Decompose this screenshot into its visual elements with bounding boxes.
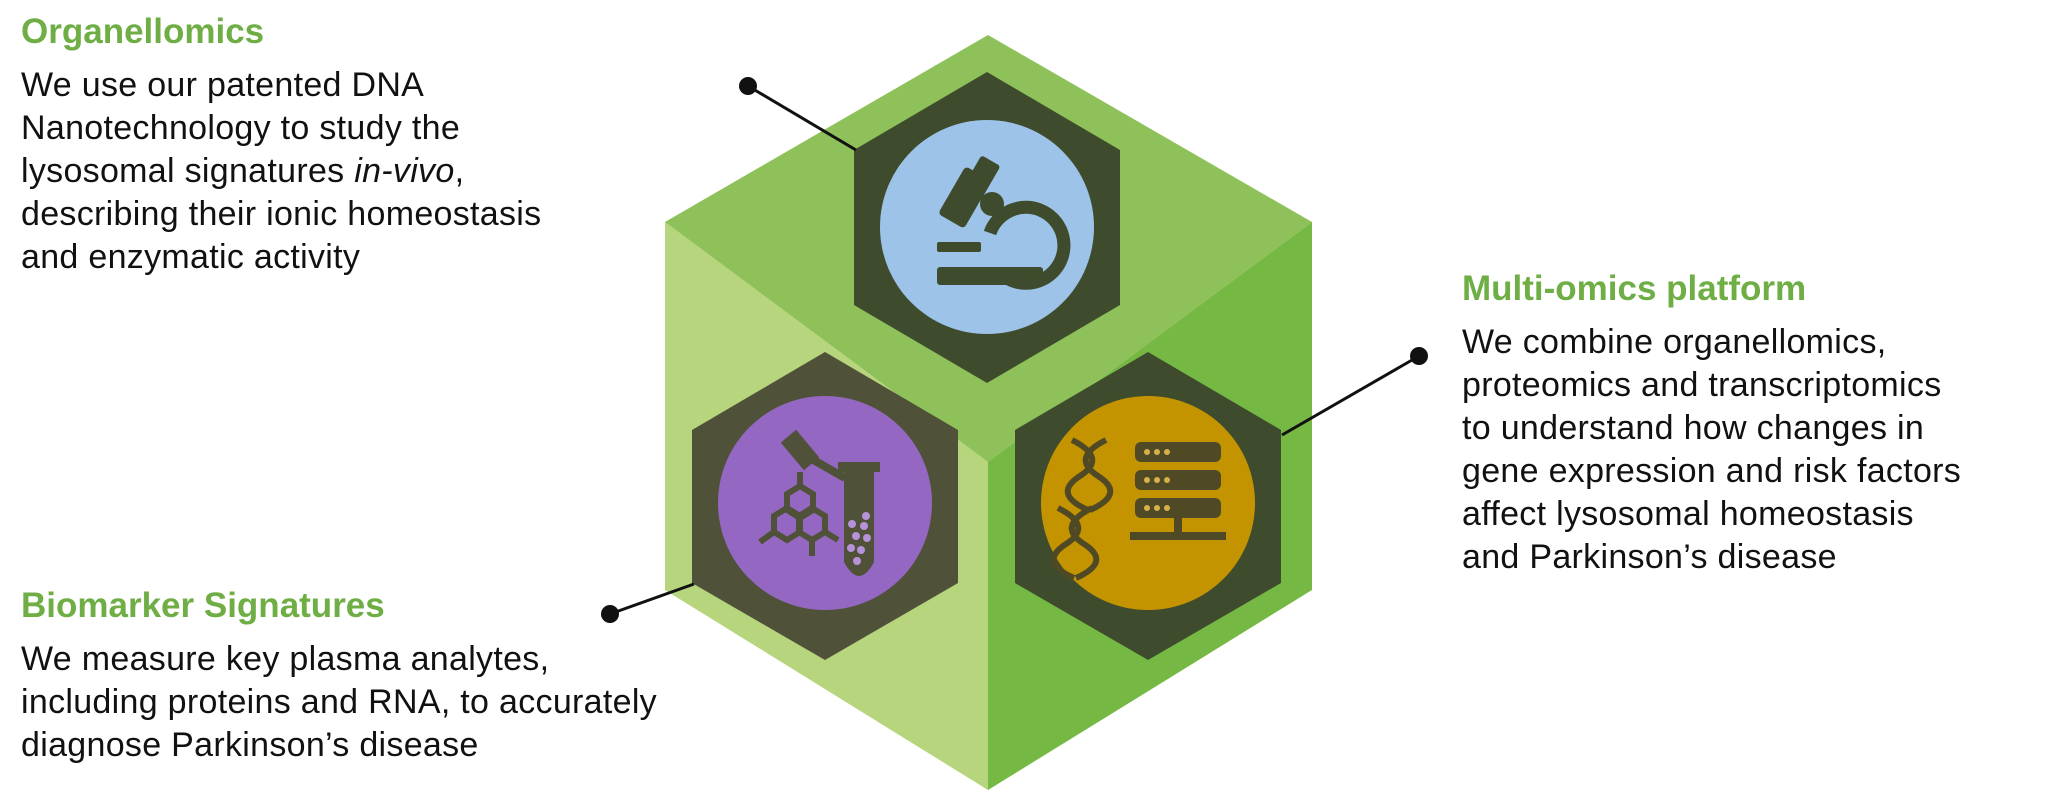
multiomics-line-6: and Parkinson’s disease [1462,538,1837,576]
organellomics-line-3-text: lysosomal signatures [21,152,355,190]
dna-server-icon [1051,437,1226,581]
multiomics-title: Multi-omics platform [1462,269,1807,308]
multiomics-block: Multi-omics platform We combine organell… [1462,267,1961,579]
organellomics-line-5: and enzymatic activity [21,238,361,276]
microscope-icon [937,156,1071,290]
organellomics-block: Organellomics We use our patented DNA Na… [21,10,541,279]
connector-left [601,582,695,623]
connector-top [739,77,857,152]
organellomics-italic-term: in-vivo [354,152,455,190]
molecule-pipette-tube-icon [758,429,880,576]
multiomics-line-4: gene expression and risk factors [1462,452,1962,490]
organellomics-description: We use our patented DNA Nanotechnology t… [21,64,541,279]
biomarker-line-1: We measure key plasma analytes, [21,640,550,678]
biomarker-title: Biomarker Signatures [21,586,385,625]
organellomics-line-3: lysosomal signatures in-vivo, [21,150,541,193]
connector-right [1281,347,1428,437]
multiomics-line-2: proteomics and transcriptomics [1462,366,1942,404]
biomarker-line-3: diagnose Parkinson’s disease [21,726,479,764]
organellomics-line-1: We use our patented DNA [21,66,425,104]
biomarker-line-2: including proteins and RNA, to accuratel… [21,683,657,721]
multiomics-line-3: to understand how changes in [1462,409,1925,447]
multiomics-description: We combine organellomics, proteomics and… [1462,321,1961,579]
biomarker-block: Biomarker Signatures We measure key plas… [21,584,657,767]
circle-left [718,396,932,610]
organellomics-line-2: Nanotechnology to study the [21,109,461,147]
multiomics-line-5: affect lysosomal homeostasis [1462,495,1914,533]
organellomics-line-4: describing their ionic homeostasis [21,195,542,233]
organellomics-title: Organellomics [21,12,265,51]
multiomics-line-1: We combine organellomics, [1462,323,1887,361]
biomarker-description: We measure key plasma analytes, includin… [21,638,657,767]
organellomics-line-3-suffix: , [454,152,465,190]
